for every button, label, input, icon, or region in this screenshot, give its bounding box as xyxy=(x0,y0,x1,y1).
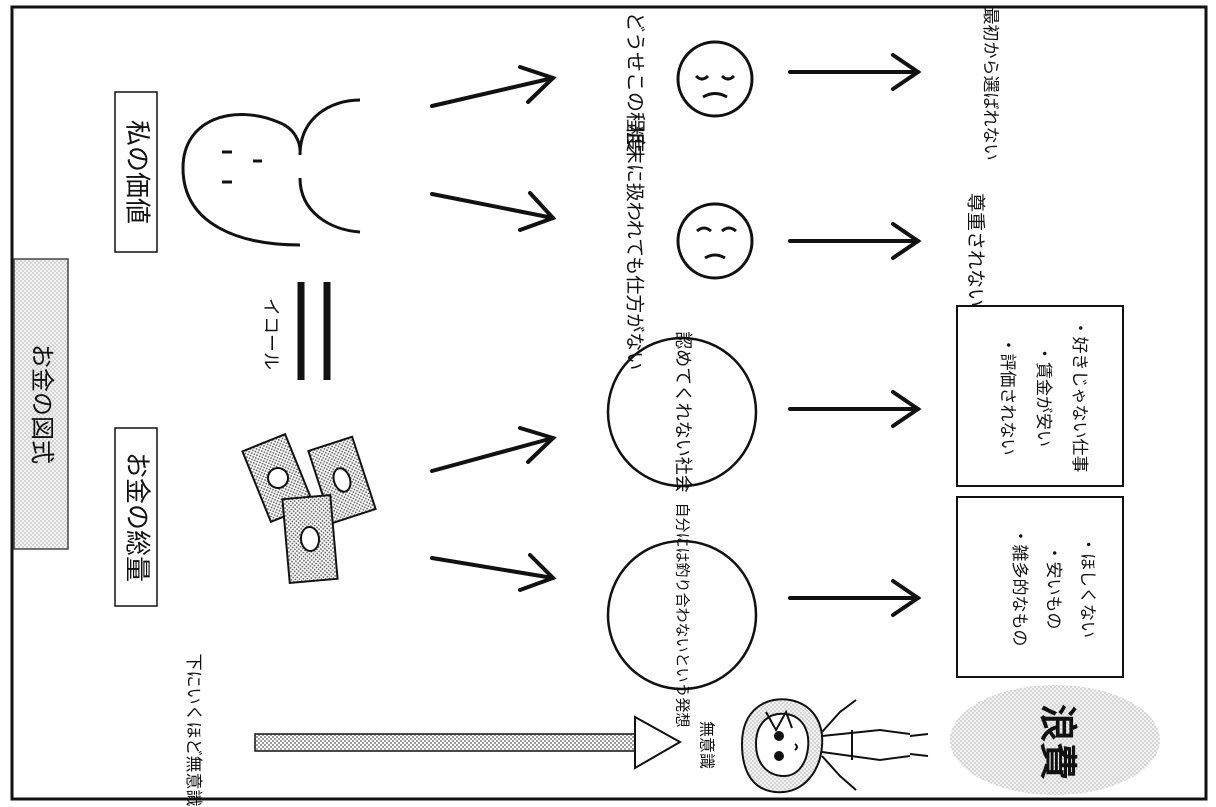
face-douse-icon xyxy=(676,40,754,118)
muishiki-arrow-label: 下にいくほど無意識 xyxy=(183,654,203,807)
work-box: ・評価されない ・賃金が安い ・好きじゃない仕事 xyxy=(956,305,1124,487)
thought-douse: どうせこの程度 xyxy=(624,12,648,152)
arrow-okane-lower xyxy=(430,553,557,592)
thought-mitomete: 認めてくれない社会 xyxy=(672,331,693,492)
arrow-somatsu xyxy=(788,222,922,260)
circle-tsuriawanai xyxy=(606,539,758,691)
goods-box: ・雑多的なもの ・安いもの ・ほしくない xyxy=(956,496,1124,678)
circle-mitomete xyxy=(606,336,758,488)
muishiki-person-label: 無意識 xyxy=(698,721,717,769)
arrow-douse xyxy=(788,53,922,91)
equal-label: イコール xyxy=(260,298,281,370)
thought-tsuriawanai: 自分には釣り合わないという発想 xyxy=(674,502,692,727)
cartoon-person-icon xyxy=(740,698,929,794)
arrow-watashi-upper xyxy=(430,65,557,108)
money-bills-icon xyxy=(241,432,377,585)
arrow-mitomete xyxy=(788,390,922,428)
equal-sign-icon xyxy=(297,282,331,380)
result-sonchou: 尊重されない xyxy=(965,193,987,307)
arrow-tsuriawanai xyxy=(788,579,922,617)
svg-text:お金の総量: お金の総量 xyxy=(122,452,152,582)
result-erabarenai: 最初から選ばれない xyxy=(980,8,1000,161)
work-box-line-3: ・好きじゃない仕事 xyxy=(1069,320,1089,473)
arrow-okane-upper xyxy=(430,426,557,473)
waste-text: 浪費 xyxy=(1036,704,1080,780)
goods-box-line-3: ・ほしくない xyxy=(1077,536,1097,638)
face-somatsu-icon xyxy=(676,202,754,280)
goods-box-line-2: ・安いもの xyxy=(1043,545,1063,630)
svg-text:私の価値: 私の価値 xyxy=(122,120,152,224)
title-box: お金の図式 xyxy=(13,258,69,550)
waste-ellipse: 浪費 xyxy=(950,685,1160,795)
label-watashi-no-kachi: 私の価値 xyxy=(114,91,158,253)
thought-somatsu: 粗末に扱われても仕方がない xyxy=(624,126,646,371)
muishiki-arrow-icon xyxy=(254,715,683,770)
work-box-line-1: ・評価されない xyxy=(997,337,1017,456)
arrow-watashi-lower xyxy=(430,191,557,232)
outer-border xyxy=(10,5,1208,801)
work-box-line-2: ・賃金が安い xyxy=(1033,345,1053,447)
goods-box-line-1: ・雑多的なもの xyxy=(1009,528,1029,647)
person-outline-icon xyxy=(181,98,361,247)
label-okane-no-souryou: お金の総量 xyxy=(114,427,158,607)
title-text: お金の図式 xyxy=(28,344,56,464)
